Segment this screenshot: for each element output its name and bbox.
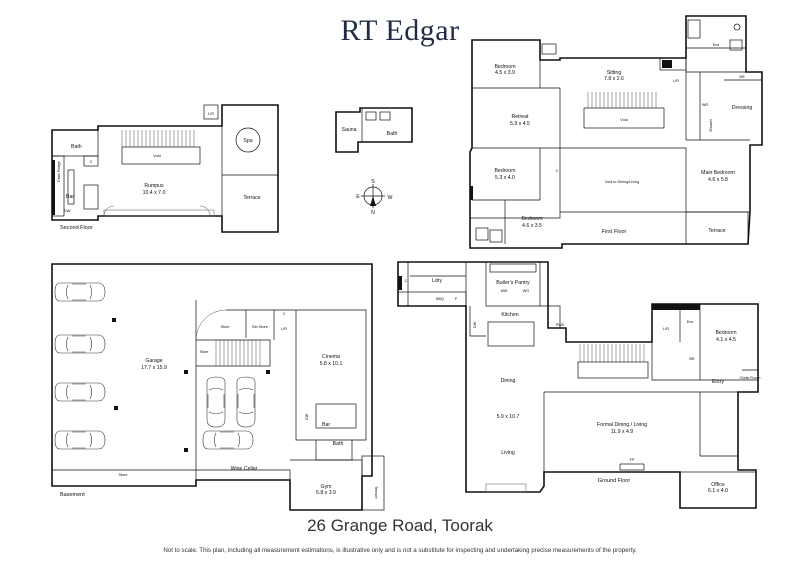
compass-n: N xyxy=(371,210,375,216)
bsmt-store-c-label: Store xyxy=(118,473,127,477)
first-floor-plan: Bedroom 4.5 x 3.9 Sitting 7.8 x 2.6 Retr… xyxy=(469,15,763,249)
gf-cloak-room-label: Cloak Room xyxy=(740,376,761,380)
ff-dressing-label: Dressing xyxy=(732,105,753,111)
bsmt-wine-cellar-label: Wine Cellar xyxy=(231,466,258,472)
brand-logo: RT Edgar xyxy=(340,14,460,47)
bsmt-dw-label: DW xyxy=(305,413,309,420)
first-floor-label: First Floor xyxy=(602,229,627,235)
sauna-label: Sauna xyxy=(341,127,356,133)
bsmt-terrace-label: Terrace xyxy=(374,486,378,499)
sf-rumpus-dim: 10.4 x 7.0 xyxy=(143,190,166,196)
bsmt-c-label: C xyxy=(283,312,286,316)
bsmt-gym-label: Gym xyxy=(321,484,332,490)
ff-void-label: Void xyxy=(620,118,627,122)
ff-bedroom-a-label: Bedroom xyxy=(494,64,515,70)
gf-bedroom-dim: 4.1 x 4.5 xyxy=(716,337,736,343)
ff-void-to-label: Void to Dining/Living xyxy=(605,180,639,184)
ff-br-label: BR xyxy=(739,75,745,79)
gf-dining-living-dim: 5.9 x 10.7 xyxy=(497,414,520,420)
ff-retreat-dim: 5.9 x 4.5 xyxy=(510,121,530,127)
sf-c-label: C xyxy=(90,160,93,164)
bsmt-garage-dim: 17.7 x 15.9 xyxy=(141,365,167,371)
gf-dw-label: DW xyxy=(473,321,477,328)
second-floor-plan: Bath Void Spa Terrace Rumpus 10.4 x 7.0 … xyxy=(51,104,279,233)
bsmt-store-label: Store xyxy=(220,325,229,329)
gf-c-label: C xyxy=(405,279,408,283)
bsmt-store-b-label: Store xyxy=(199,350,208,354)
sf-lr-label: L/R xyxy=(208,112,214,116)
gf-mw-label: MW xyxy=(501,289,508,293)
gf-lr-label: L/R xyxy=(663,327,669,331)
gf-office-dim: 6.1 x 4.0 xyxy=(708,488,728,494)
ground-floor-plan: Ldry Butler's Pantry Kitchen Dining 5.9 … xyxy=(397,261,761,509)
compass-w: W xyxy=(388,195,393,201)
ff-main-bedroom-label: Main Bedroom xyxy=(701,170,735,176)
gf-formal-dim: 11.9 x 4.9 xyxy=(611,429,634,435)
ff-terrace-label: Terrace xyxy=(708,228,725,234)
gf-br-label: BR xyxy=(689,357,695,361)
bsmt-lr-label: L/R xyxy=(281,327,287,331)
gf-pwd-label: PWD xyxy=(556,323,565,327)
gf-fp-label: FP xyxy=(630,458,635,462)
compass-e: E xyxy=(356,194,360,200)
bsmt-bar-label: Bar xyxy=(322,422,330,428)
ff-c-label: C xyxy=(556,169,559,173)
gf-dining-label: Dining xyxy=(501,378,516,384)
bsmt-cinema-label: Cinema xyxy=(322,354,340,360)
gf-bedroom-label: Bedroom xyxy=(715,330,736,336)
gf-f-label: F xyxy=(455,297,458,301)
compass-rose: S N E W xyxy=(356,179,392,216)
ff-wr-label: WR xyxy=(702,103,709,107)
ff-sitting-dim: 7.8 x 2.6 xyxy=(604,76,624,82)
ff-lr-label: L/R xyxy=(673,79,679,83)
sf-terrace-label: Terrace xyxy=(243,195,260,201)
gf-wo-label: WO xyxy=(523,289,530,293)
property-address: 26 Grange Road, Toorak xyxy=(307,516,493,535)
gf-bbq-label: BBQ xyxy=(436,297,444,301)
basement-plan: Garage 17.7 x 15.9 Cinema 5.8 x 10.1 Gym… xyxy=(51,263,385,511)
ff-retreat-label: Retreat xyxy=(511,114,529,120)
bsmt-bath-label: Bath xyxy=(333,441,344,447)
gf-kitchen-label: Kitchen xyxy=(501,312,518,318)
gf-formal-label: Formal Dining / Living xyxy=(597,422,647,428)
gf-ldry-label: Ldry xyxy=(432,278,442,284)
gf-ens-label: Ens xyxy=(687,320,694,324)
sf-spa-label: Spa xyxy=(243,138,252,144)
sauna-block: Sauna Bath xyxy=(335,107,413,153)
gf-entry-label: Entry xyxy=(712,379,725,385)
ff-bedroom-b-label: Bedroom xyxy=(494,168,515,174)
disclaimer-text: Not to scale. This plan, including all m… xyxy=(163,547,637,554)
sf-void-label: Void xyxy=(153,154,160,158)
sf-drink-fridge-label: Drink Fridge xyxy=(57,161,61,182)
gf-living-label: Living xyxy=(501,450,515,456)
second-floor-label: Second Floor xyxy=(60,225,93,231)
ff-shower-label: Shower xyxy=(709,118,713,132)
ff-ens-label: Ens xyxy=(713,43,720,47)
ff-bedroom-a-dim: 4.5 x 3.9 xyxy=(495,70,515,76)
sf-dw-label: DW xyxy=(64,209,71,213)
ff-sitting-label: Sitting xyxy=(607,70,622,76)
compass-s: S xyxy=(371,179,375,185)
sf-bath-label: Bath xyxy=(71,144,82,150)
sf-bar-label: Bar xyxy=(66,194,74,200)
ff-bedroom-b-dim: 5.3 x 4.0 xyxy=(495,175,515,181)
basement-label: Basement xyxy=(60,492,85,498)
bsmt-bin-store-label: Bin Store xyxy=(252,325,268,329)
gf-butlers-pantry-label: Butler's Pantry xyxy=(496,280,530,286)
ff-bedroom-c-label: Bedroom xyxy=(521,216,542,222)
bsmt-garage-label: Garage xyxy=(145,358,162,364)
sauna-bath-label: Bath xyxy=(387,131,398,137)
ff-main-bedroom-dim: 4.6 x 5.8 xyxy=(708,177,728,183)
sf-rumpus-label: Rumpus xyxy=(144,183,164,189)
ff-bedroom-c-dim: 4.6 x 3.5 xyxy=(522,223,542,229)
gf-office-label: Office xyxy=(711,482,725,488)
ground-floor-label: Ground Floor xyxy=(598,478,631,484)
bsmt-cinema-dim: 5.8 x 10.1 xyxy=(320,361,343,367)
bsmt-gym-dim: 5.8 x 3.9 xyxy=(316,490,336,496)
